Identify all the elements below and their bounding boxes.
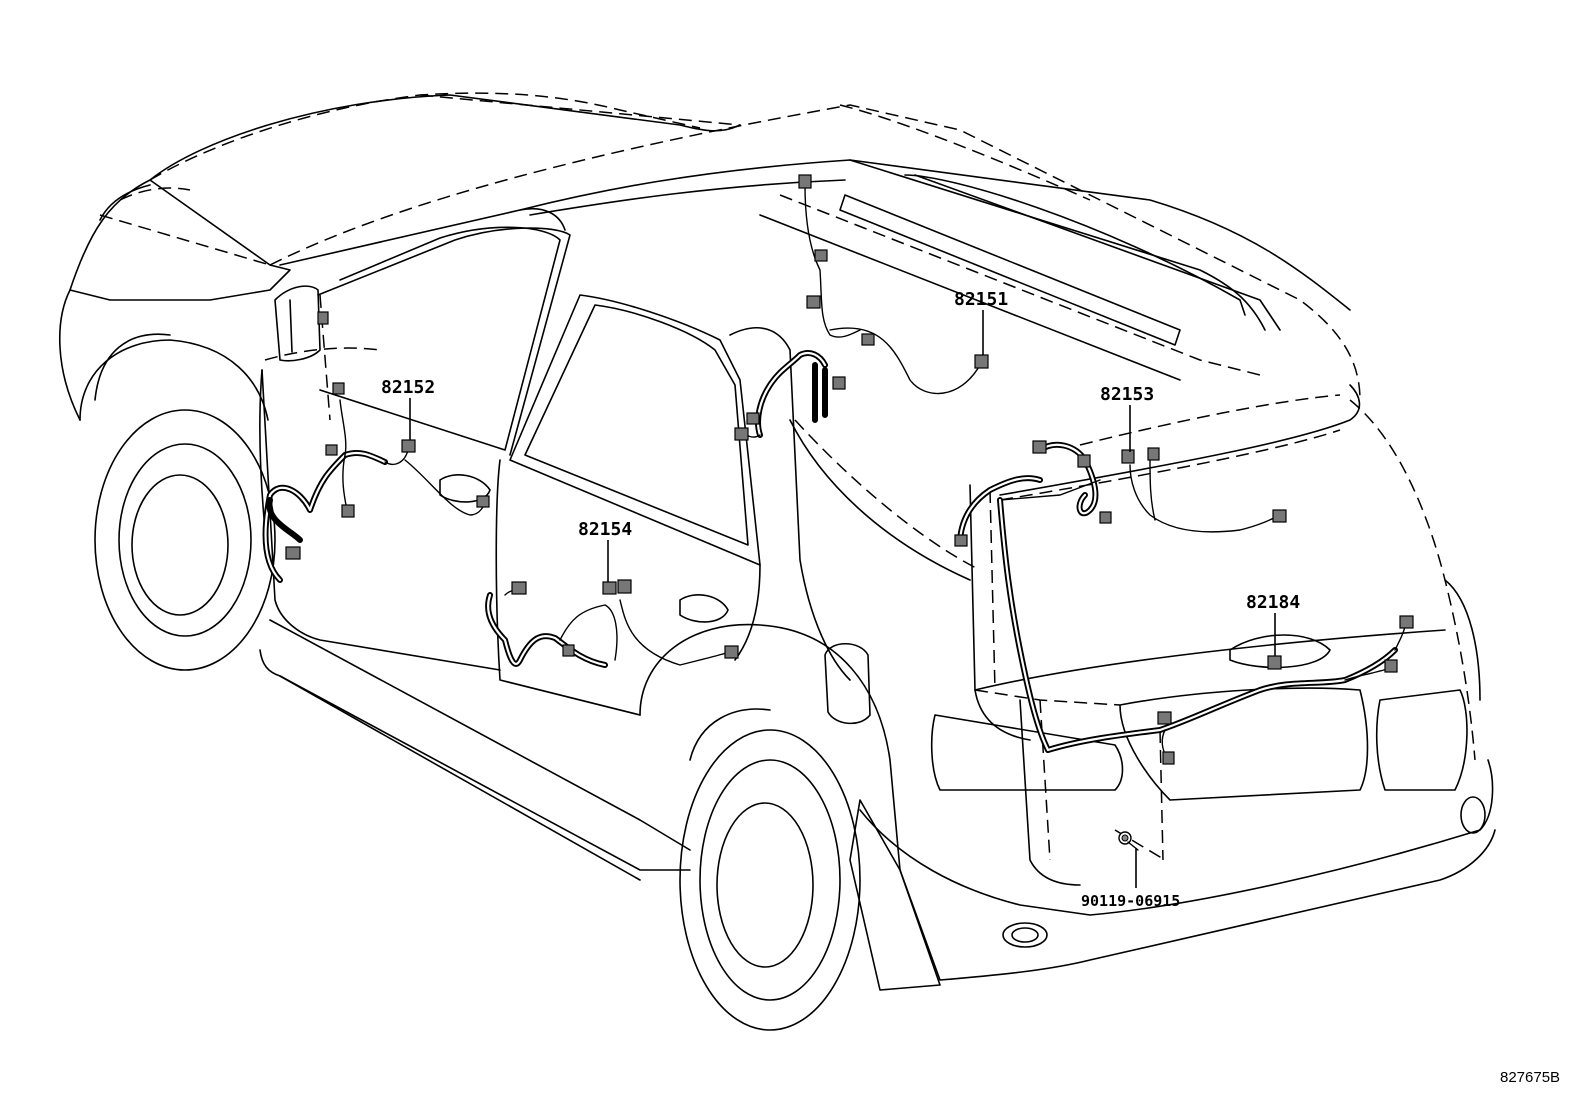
leader-lines <box>409 310 1276 888</box>
harness-82151 <box>734 174 989 441</box>
harness-82152 <box>262 311 490 583</box>
hidden-outlines <box>99 92 1476 861</box>
part-label-82154: 82154 <box>578 519 632 540</box>
part-label-90119-06915: 90119-06915 <box>1081 892 1180 910</box>
illustration-code: 827675B <box>1500 1069 1560 1086</box>
part-label-82152: 82152 <box>381 377 435 398</box>
vehicle-body <box>58 94 1496 1031</box>
part-label-82184: 82184 <box>1246 592 1300 613</box>
harness-82184 <box>997 497 1414 765</box>
bolt-icon <box>1118 831 1139 851</box>
harness-82153 <box>954 440 1287 547</box>
part-label-82153: 82153 <box>1100 384 1154 405</box>
harness-82154 <box>485 579 739 668</box>
part-label-82151: 82151 <box>954 289 1008 310</box>
